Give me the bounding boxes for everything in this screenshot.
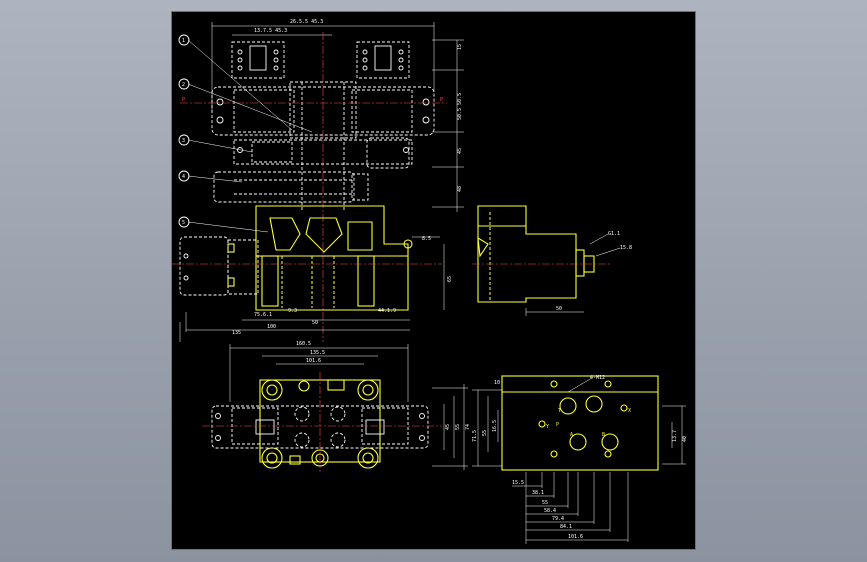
- port-label-p: P: [556, 422, 559, 428]
- dim-left: 13.7.5 45.3: [254, 28, 287, 34]
- dim-right-h2: 50.5 50.5: [457, 93, 463, 120]
- port-label-y: Y: [546, 424, 549, 430]
- port-dim-right-1: 40: [682, 436, 688, 442]
- balloon-4: [178, 170, 190, 182]
- dim-right-h4: 48: [457, 186, 463, 192]
- dim-overall: 26.5.5 45.3: [290, 19, 323, 25]
- dim-bottom-b: 50: [312, 320, 318, 326]
- dim-bottom-a: 75.6.1: [254, 312, 272, 318]
- port-label-t: T: [558, 408, 561, 414]
- port-label-b: B: [602, 432, 605, 438]
- drawing-viewport[interactable]: 26.5.5 45.3 13.7.5 45.3 15 50.5 50.5 45 …: [172, 12, 695, 549]
- dim-bottom-c: 100: [267, 324, 276, 330]
- port-dim-bottom-2: 38.1: [532, 490, 544, 496]
- side-dim-width: 50: [556, 306, 562, 312]
- port-dim-left-4: 10: [494, 380, 500, 386]
- balloon-1: [178, 34, 190, 46]
- plan-view: 160.5 135.5 101.6 74 55 45: [202, 341, 471, 472]
- dim-right-h1: 15: [457, 44, 463, 50]
- cad-drawing: 26.5.5 45.3 13.7.5 45.3 15 50.5 50.5 45 …: [172, 19, 688, 544]
- svg-text:P: P: [182, 97, 185, 103]
- plan-dim-h1: 74: [465, 424, 471, 430]
- port-dim-left-1: 71.5: [472, 430, 478, 442]
- port-dim-bottom-5: 79.4: [552, 516, 564, 522]
- port-dim-right-2: 13.7: [672, 430, 678, 442]
- port-dim-bottom-3: 55: [542, 500, 548, 506]
- port-dim-left-3: 16.5: [492, 420, 498, 432]
- balloon-3: [178, 134, 190, 146]
- svg-text:P: P: [440, 97, 443, 103]
- balloon-5: [178, 216, 190, 228]
- side-label-2: 15.8: [620, 245, 632, 251]
- front-view: 26.5.5 45.3 13.7.5 45.3 15 50.5 50.5 45 …: [172, 19, 464, 342]
- side-view: G1.1 15.8 50: [472, 205, 632, 316]
- dim-right-h3: 45: [457, 148, 463, 154]
- port-top-note: 4-M12: [590, 375, 605, 381]
- port-dim-bottom-4: 58.4: [544, 508, 556, 514]
- plan-dim-h3: 45: [445, 424, 451, 430]
- balloon-2: [178, 78, 190, 90]
- balloon-label-1: 1: [182, 38, 185, 44]
- dim-bore: 8.5: [422, 236, 431, 242]
- port-dim-left-2: 55: [482, 430, 488, 436]
- plan-dim-overall: 160.5: [296, 341, 311, 347]
- port-face-view: P T A B X Y 4-M12 71.5 55 16.5 10 40 13.…: [472, 375, 688, 544]
- port-label-x: X: [628, 408, 631, 414]
- dim-bottom-d: 9.3: [288, 308, 297, 314]
- dim-height: 65: [447, 276, 453, 282]
- port-label-a: A: [570, 432, 573, 438]
- balloon-label-2: 2: [182, 82, 185, 88]
- balloon-label-3: 3: [182, 138, 185, 144]
- port-dim-bottom-6: 84.1: [560, 524, 572, 530]
- balloon-label-5: 5: [182, 220, 185, 226]
- plan-dim-mid2: 101.6: [306, 358, 321, 364]
- port-dim-bottom-7: 101.6: [568, 534, 583, 540]
- dim-bottom-e: 44.1.9: [378, 308, 396, 314]
- side-label-1: G1.1: [608, 231, 620, 237]
- plan-dim-h2: 55: [455, 424, 461, 430]
- dim-total: 135: [232, 330, 241, 336]
- plan-dim-mid1: 135.5: [310, 350, 325, 356]
- port-dim-bottom-1: 15.5: [512, 480, 524, 486]
- balloon-label-4: 4: [182, 174, 185, 180]
